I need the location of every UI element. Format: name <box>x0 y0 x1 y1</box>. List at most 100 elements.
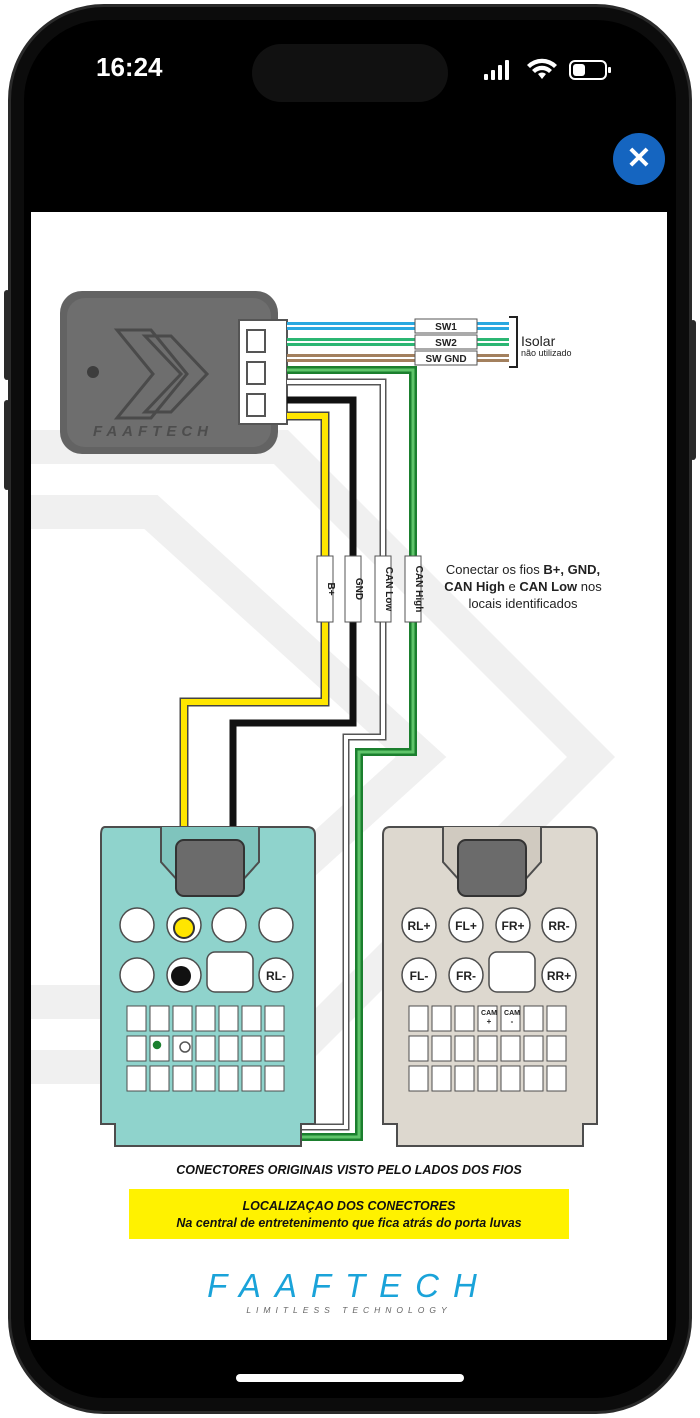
pin-cell <box>523 1035 544 1062</box>
pin-fl-minus: FL- <box>401 957 437 993</box>
pin-cell <box>500 1035 521 1062</box>
svg-text:FR-: FR- <box>456 969 476 983</box>
pin-cell <box>546 1065 567 1092</box>
banner-line2: Na central de entretenimento que fica at… <box>176 1216 521 1230</box>
svg-text:CAN High: CAN High <box>413 566 424 613</box>
pin-rr-minus: RR- <box>541 907 577 943</box>
volume-down-button[interactable] <box>4 400 10 490</box>
pin-cell <box>408 1065 429 1092</box>
pin-cell <box>477 1005 498 1032</box>
pin-cell <box>218 1035 239 1062</box>
svg-text:SW2: SW2 <box>435 338 457 349</box>
pin-cell <box>500 1005 521 1032</box>
pin-cell <box>477 1065 498 1092</box>
svg-text:CAM: CAM <box>504 1010 520 1017</box>
wire-tag-sw1: SW1 <box>414 318 478 334</box>
wire-tag-can-high: CAN High <box>404 555 424 623</box>
svg-text:FL-: FL- <box>410 969 429 983</box>
svg-text:CAN Low: CAN Low <box>383 567 394 612</box>
signal-icon <box>484 60 509 80</box>
right-connector: RL+ FL+ FR+ RR- FL- FR- RR+ CAM+ CAM- <box>382 826 598 1147</box>
pin-cell <box>264 1035 285 1062</box>
pin-cell <box>172 1065 193 1092</box>
pin-cell <box>546 1035 567 1062</box>
svg-text:FL+: FL+ <box>455 919 477 933</box>
banner-line1: LOCALIZAÇAO DOS CONECTORES <box>243 1199 457 1213</box>
pin-cell <box>241 1065 262 1092</box>
pin-cell <box>431 1065 452 1092</box>
instruction-text: Conectar os fios B+, GND, CAN High e CAN… <box>444 562 602 611</box>
pin-cell <box>264 1065 285 1092</box>
faaftech-logo: FAAFTECH LIMITLESS TECHNOLOGY <box>207 1267 477 1315</box>
isolate-label: Isolar <box>521 333 556 349</box>
pin-cell <box>546 1005 567 1032</box>
pin-cell <box>431 1005 452 1032</box>
pin-cell <box>126 1035 147 1062</box>
pin-cell <box>264 1005 285 1032</box>
svg-text:CAN High e CAN Low nos: CAN High e CAN Low nos <box>444 579 602 594</box>
wire-tag-sw-gnd: SW GND <box>414 350 478 366</box>
pin-cell <box>241 1005 262 1032</box>
pin-cam-minus: CAM- <box>504 1010 520 1026</box>
svg-text:FR+: FR+ <box>501 919 524 933</box>
wire-tag-bplus: B+ <box>316 555 336 623</box>
status-time: 16:24 <box>96 52 163 82</box>
location-banner: LOCALIZAÇAO DOS CONECTORES Na central de… <box>129 1189 569 1239</box>
module-device: FAAFTECH <box>60 291 288 454</box>
pin-fr-minus: FR- <box>448 957 484 993</box>
pin-cell <box>195 1005 216 1032</box>
wifi-icon <box>527 58 557 79</box>
svg-text:CAM: CAM <box>481 1010 497 1017</box>
logo-tagline: LIMITLESS TECHNOLOGY <box>246 1305 451 1315</box>
close-button[interactable]: ✕ <box>613 133 665 185</box>
pin-cell <box>477 1035 498 1062</box>
close-icon: ✕ <box>626 142 652 175</box>
pin-label-rl-minus: RL- <box>266 969 286 983</box>
svg-text:RL+: RL+ <box>407 919 430 933</box>
dynamic-island <box>252 44 448 102</box>
battery-icon <box>569 60 611 80</box>
svg-text:locais identificados: locais identificados <box>468 596 578 611</box>
pin-cell <box>500 1065 521 1092</box>
svg-text:Conectar os fios B+, GND,: Conectar os fios B+, GND, <box>446 562 600 577</box>
svg-text:RR+: RR+ <box>547 969 571 983</box>
pin-fl-plus: FL+ <box>448 907 484 943</box>
right-pin-grid <box>408 1005 567 1092</box>
status-icons <box>484 58 611 80</box>
volume-up-button[interactable] <box>4 290 10 380</box>
pin-cell <box>523 1065 544 1092</box>
pin-cell <box>126 1005 147 1032</box>
pin-cell <box>149 1065 170 1092</box>
home-indicator[interactable] <box>236 1374 464 1382</box>
wire-tag-gnd: GND <box>344 555 364 623</box>
connectors-caption: CONECTORES ORIGINAIS VISTO PELO LADOS DO… <box>176 1163 522 1177</box>
pin-cell <box>218 1065 239 1092</box>
power-button[interactable] <box>690 320 696 460</box>
left-pin-grid <box>126 1005 285 1092</box>
pin-fr-plus: FR+ <box>495 907 531 943</box>
wire-bplus <box>179 411 330 928</box>
pin-cell <box>241 1035 262 1062</box>
pin-cell <box>523 1005 544 1032</box>
wiring-diagram: FAAFTECH SW1 SW2 SW GND Isolar não utili… <box>31 291 616 1315</box>
svg-text:SW1: SW1 <box>435 322 457 333</box>
svg-text:SW GND: SW GND <box>425 354 466 365</box>
isolate-bracket <box>509 316 518 368</box>
wire-tag-sw2: SW2 <box>414 334 478 350</box>
pin-cam-plus: CAM+ <box>481 1010 497 1026</box>
pin-cell <box>431 1035 452 1062</box>
svg-text:-: - <box>511 1017 514 1026</box>
pin-cell <box>195 1065 216 1092</box>
pin-cell <box>149 1005 170 1032</box>
wire-tag-can-low: CAN Low <box>374 555 394 623</box>
pin-rr-plus: RR+ <box>541 957 577 993</box>
pin-cell <box>408 1035 429 1062</box>
svg-text:GND: GND <box>353 578 364 600</box>
pin-cell <box>454 1005 475 1032</box>
diagram-viewer: FAAFTECH SW1 SW2 SW GND Isolar não utili… <box>31 212 667 1340</box>
svg-text:RR-: RR- <box>548 919 569 933</box>
pin-cell <box>218 1005 239 1032</box>
pin-cell <box>172 1005 193 1032</box>
pin-cell <box>195 1035 216 1062</box>
pin-cell <box>454 1035 475 1062</box>
